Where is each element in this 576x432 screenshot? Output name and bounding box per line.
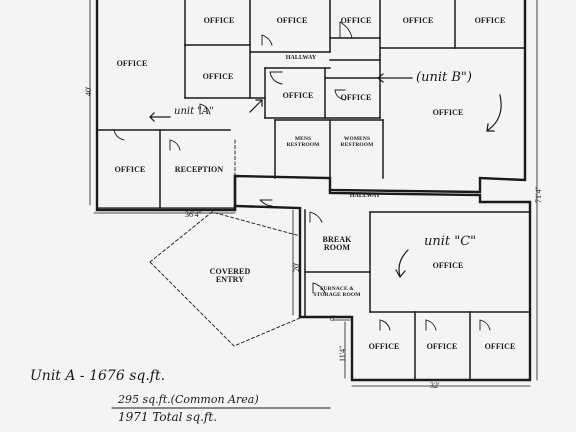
hallway-main: HALLWAY — [349, 193, 381, 199]
room-office-mid-c: OFFICE — [340, 93, 372, 102]
room-womens-restroom: WOMENS RESTROOM — [340, 136, 374, 148]
room-mens-restroom: MENS RESTROOM — [286, 136, 320, 148]
dim-width-8: 8' — [330, 314, 336, 323]
room-office-top5: OFFICE — [474, 16, 506, 25]
room-office-top3: OFFICE — [340, 16, 372, 25]
dim-left-height: 40' — [84, 86, 93, 96]
room-break-room: BREAK ROOM — [322, 235, 352, 253]
door-swings — [113, 21, 491, 331]
room-office-c-large: OFFICE — [432, 261, 464, 270]
dim-right-71: 71'4" — [534, 186, 543, 203]
covered-entry-outline — [149, 211, 301, 347]
room-office-mid-b: OFFICE — [282, 91, 314, 100]
dim-height-11: 11'4" — [338, 345, 347, 362]
room-office-c2: OFFICE — [426, 342, 458, 351]
room-reception: RECEPTION — [174, 165, 224, 174]
unit-c-label: unit "C" — [424, 234, 477, 249]
dimension-lines — [89, 0, 538, 387]
room-furnace-storage: FURNACE & STORAGE ROOM — [313, 286, 361, 298]
dim-width-36: 36'4" — [185, 210, 202, 219]
room-office-top2: OFFICE — [276, 16, 308, 25]
room-office-top4: OFFICE — [402, 16, 434, 25]
room-office-c3: OFFICE — [484, 342, 516, 351]
hallway-top: HALLWAY — [285, 55, 317, 61]
unit-a-label: unit "A" — [174, 106, 214, 117]
room-office-mid-a: OFFICE — [202, 72, 234, 81]
room-office-top1: OFFICE — [203, 16, 235, 25]
room-office-left: OFFICE — [116, 59, 148, 68]
area-line-2: 295 sq.ft.(Common Area) — [118, 393, 259, 406]
dim-width-32: 32' — [430, 381, 440, 390]
room-office-c1: OFFICE — [368, 342, 400, 351]
area-line-3: 1971 Total sq.ft. — [118, 410, 218, 424]
interior-walls — [96, 0, 531, 381]
annotation-arrows — [149, 73, 502, 279]
dim-height-20: 20' — [292, 262, 301, 272]
room-office-bottom-left: OFFICE — [114, 165, 146, 174]
room-office-b-large: OFFICE — [432, 108, 464, 117]
area-line-1: Unit A - 1676 sq.ft. — [30, 368, 166, 384]
unit-b-label: (unit B") — [416, 70, 472, 85]
covered-entry-label: COVERED ENTRY — [209, 267, 251, 285]
